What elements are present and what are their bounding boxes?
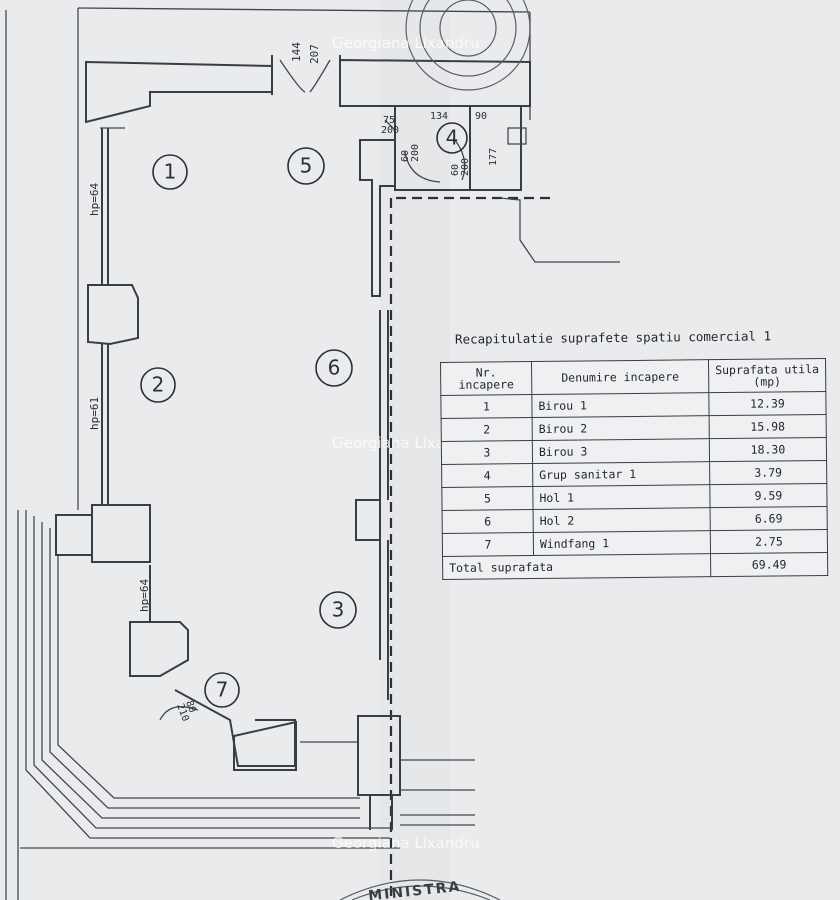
cell-name: Birou 2 — [532, 415, 710, 441]
dim-door-7-a: 80 — [183, 699, 197, 714]
cell-name: Grup sanitar 1 — [532, 461, 710, 487]
cell-nr: 5 — [441, 486, 534, 511]
cell-nr: 1 — [440, 394, 533, 419]
room-number: 1 — [164, 160, 177, 184]
room-label-1: 1 — [152, 154, 188, 190]
dim-door-wc-a: 75 — [383, 115, 395, 126]
total-value: 69.49 — [710, 552, 828, 577]
room-label-5: 5 — [287, 147, 325, 185]
room-number: 4 — [446, 126, 459, 150]
cell-name: Windfang 1 — [533, 530, 711, 556]
dim-door-wc-b: 200 — [381, 125, 399, 136]
header-area: Suprafata utila (mp) — [708, 358, 826, 393]
room-number: 7 — [216, 678, 229, 702]
total-label: Total suprafata — [442, 553, 711, 580]
room-label-6: 6 — [315, 349, 353, 387]
header-name: Denumire incapere — [531, 359, 709, 395]
room-label-7: 7 — [204, 672, 240, 708]
cell-area: 18.30 — [709, 437, 827, 462]
cell-area: 3.79 — [709, 460, 827, 485]
dim-wc-door-a: 60 — [400, 150, 411, 162]
dim-hp-3: hp=64 — [138, 579, 151, 612]
dim-door-top-b: 207 — [308, 44, 321, 64]
dim-wc-door-c: 60 — [450, 164, 461, 176]
dim-wc-width-b: 90 — [475, 111, 487, 122]
cell-name: Birou 3 — [532, 438, 710, 464]
room-number: 5 — [300, 154, 313, 178]
cell-nr: 3 — [441, 440, 533, 465]
header-nr: Nr. incapere — [440, 361, 532, 396]
watermark: Georgiana Lixandru — [332, 834, 480, 852]
cell-area: 9.59 — [709, 483, 828, 508]
dimension-labels: 144 207 75 200 134 90 177 60 200 60 200 … — [88, 42, 499, 723]
dim-door-top-a: 144 — [290, 42, 303, 62]
dim-hp-1: hp=64 — [88, 183, 101, 216]
cell-area: 15.98 — [709, 414, 827, 439]
top-wall — [85, 55, 531, 129]
area-summary-table: Nr. incapere Denumire incapere Suprafata… — [440, 357, 829, 580]
cell-name: Birou 1 — [531, 392, 710, 418]
left-wall — [55, 128, 189, 677]
table-total-row: Total suprafata 69.49 — [442, 552, 828, 580]
wc-block — [359, 105, 620, 297]
cell-area: 2.75 — [710, 529, 828, 554]
cell-name: Hol 2 — [533, 507, 711, 533]
dim-wc-door-b: 200 — [410, 144, 421, 162]
room-label-4: 4 — [436, 122, 468, 154]
cell-area: 12.39 — [708, 391, 827, 416]
table-header-row: Nr. incapere Denumire incapere Suprafata… — [440, 358, 826, 396]
cell-nr: 2 — [441, 417, 533, 442]
dim-wc-depth: 177 — [488, 148, 499, 166]
dim-wc-width-a: 134 — [430, 111, 448, 122]
outer-walls — [5, 7, 531, 900]
cell-nr: 6 — [442, 509, 534, 534]
watermark: Georgiana Lixandru — [332, 34, 480, 52]
cell-name: Hol 1 — [532, 484, 711, 510]
seal-top — [405, 0, 531, 91]
dim-hp-2: hp=61 — [88, 397, 101, 430]
room-number: 6 — [328, 356, 341, 380]
dim-wc-door-d: 200 — [460, 158, 471, 176]
cell-nr: 7 — [442, 532, 534, 557]
cell-nr: 4 — [441, 463, 533, 488]
storefront-walls — [20, 510, 475, 849]
room-label-2: 2 — [140, 367, 176, 403]
cell-area: 6.69 — [710, 506, 828, 531]
room-label-3: 3 — [319, 591, 357, 629]
room-number: 3 — [332, 598, 345, 622]
room-number: 2 — [152, 373, 165, 397]
